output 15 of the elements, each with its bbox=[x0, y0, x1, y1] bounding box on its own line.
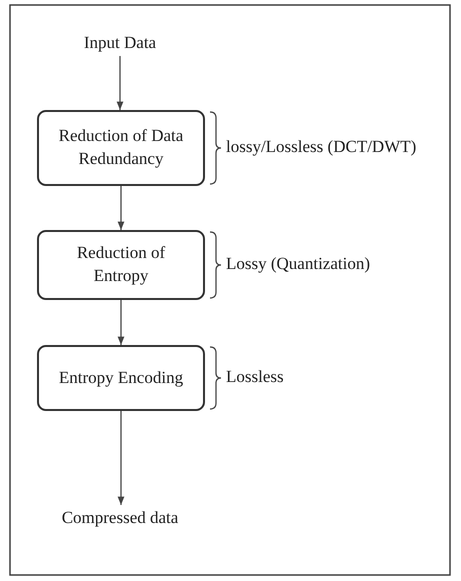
box-text: Reduction of Entropy bbox=[76, 242, 166, 287]
flow-label: Input Data bbox=[84, 32, 156, 54]
arrow bbox=[116, 56, 124, 110]
arrow bbox=[118, 411, 124, 505]
annotation-text: lossy/Lossless (DCT/DWT) bbox=[226, 137, 416, 157]
flow-label: Compressed data bbox=[62, 506, 178, 529]
box-text: Reduction of Data Redundancy bbox=[58, 125, 184, 170]
process-box bbox=[37, 110, 205, 186]
arrow bbox=[118, 186, 124, 230]
process-box bbox=[37, 345, 205, 411]
annotation-text: Lossy (Quantization) bbox=[226, 254, 370, 274]
arrow bbox=[118, 300, 124, 345]
process-box bbox=[37, 230, 205, 300]
annotation-text: Lossless bbox=[226, 367, 284, 387]
box-text: Entropy Encoding bbox=[58, 366, 184, 389]
